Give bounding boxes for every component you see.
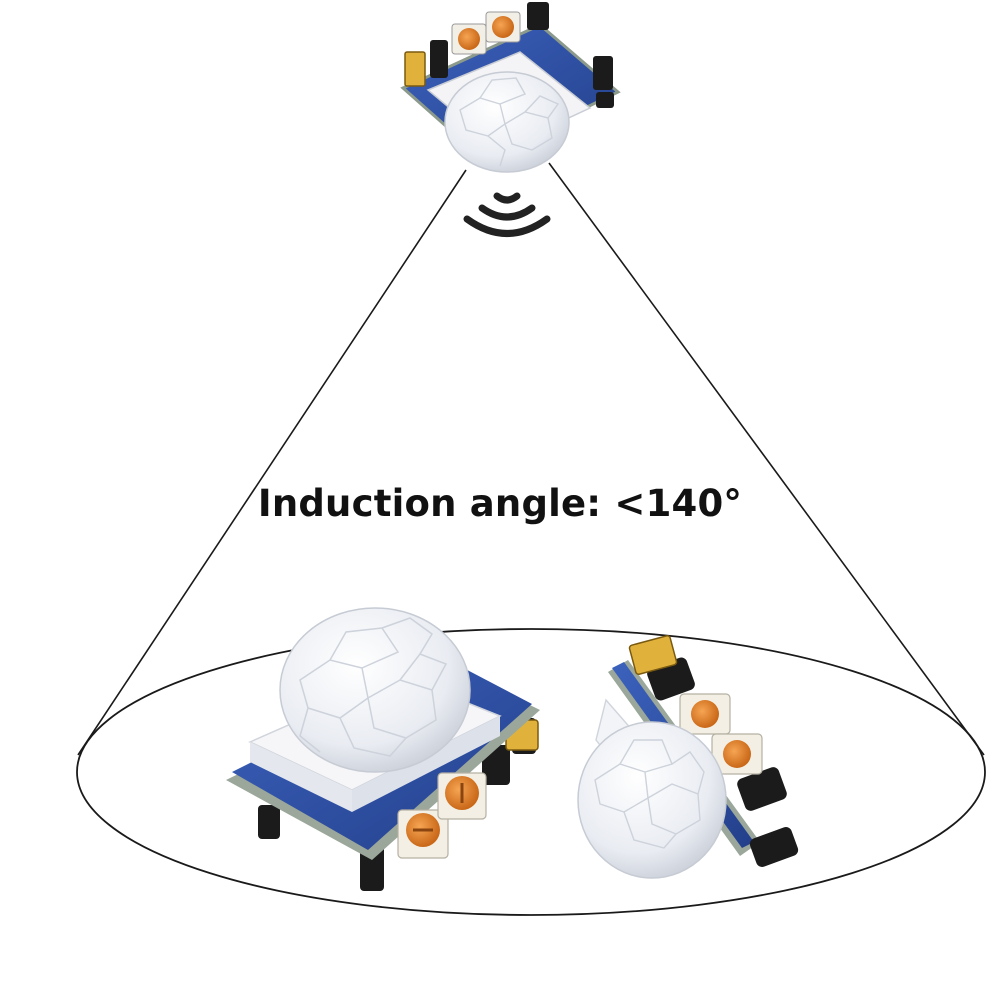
- top-pir-sensor-module-icon: [400, 2, 621, 173]
- cone-right-edge: [548, 162, 985, 756]
- bottom-left-pir-sensor-module-icon: [226, 607, 540, 891]
- detection-area-ellipse: [76, 628, 986, 916]
- induction-angle-caption: Induction angle: <140°: [257, 482, 743, 525]
- detection-cone: [76, 162, 986, 916]
- bottom-right-pir-sensor-module-icon: [577, 635, 799, 879]
- signal-waves-icon: [463, 192, 551, 237]
- cone-left-edge: [77, 169, 467, 756]
